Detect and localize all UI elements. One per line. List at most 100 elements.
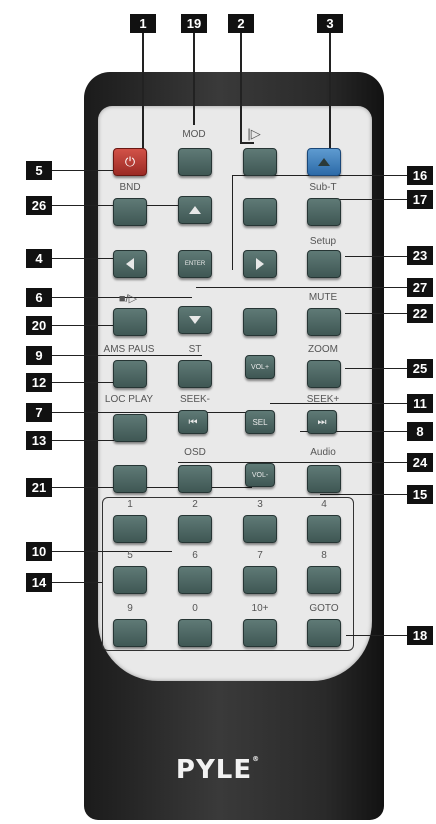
- digit-9-button[interactable]: [113, 619, 147, 647]
- callout-5: 5: [26, 161, 52, 180]
- digit-4-button[interactable]: [307, 515, 341, 543]
- digit-6-button[interactable]: [178, 566, 212, 594]
- label-mod: MOD: [182, 129, 205, 140]
- blank-button-row4[interactable]: [243, 308, 277, 336]
- label-setup: Setup: [310, 236, 336, 247]
- ams-paus-button[interactable]: [113, 360, 147, 388]
- leader-23: [345, 256, 407, 257]
- label-bnd: BND: [119, 182, 140, 193]
- leader-13: [52, 440, 114, 441]
- zoom-button[interactable]: [307, 360, 341, 388]
- digit-10plus-button[interactable]: [243, 619, 277, 647]
- mod-button[interactable]: [178, 148, 212, 176]
- label-seek-minus: SEEK-: [180, 394, 210, 405]
- vol-plus-button[interactable]: VOL+: [245, 355, 275, 379]
- vol-plus-label: VOL+: [251, 364, 269, 371]
- callout-7: 7: [26, 403, 52, 422]
- prev-track-icon: ⏮: [189, 417, 198, 428]
- leader-17: [340, 199, 407, 200]
- callout-26: 26: [26, 196, 52, 215]
- seek-plus-button[interactable]: ⏭: [307, 410, 337, 434]
- digit-label-7: 7: [257, 550, 263, 561]
- enter-button[interactable]: ENTER: [178, 250, 212, 278]
- callout-13: 13: [26, 431, 52, 450]
- stop-play-button[interactable]: [113, 308, 147, 336]
- digit-label-0: 0: [192, 603, 198, 614]
- leader-20: [52, 325, 114, 326]
- st-button[interactable]: [178, 360, 212, 388]
- goto-button[interactable]: [307, 619, 341, 647]
- callout-23: 23: [407, 246, 433, 265]
- digit-label-9: 9: [127, 603, 133, 614]
- callout-3: 3: [317, 14, 343, 33]
- callout-21: 21: [26, 478, 52, 497]
- digit-7-button[interactable]: [243, 566, 277, 594]
- leader-25: [345, 368, 407, 369]
- digit-5-button[interactable]: [113, 566, 147, 594]
- digit-label-3: 3: [257, 499, 263, 510]
- left-button[interactable]: [113, 250, 147, 278]
- digit-0-button[interactable]: [178, 619, 212, 647]
- callout-10: 10: [26, 542, 52, 561]
- up-button[interactable]: [178, 196, 212, 224]
- osd-button[interactable]: [178, 465, 212, 493]
- next-track-icon: ⏭: [318, 417, 327, 428]
- callout-16: 16: [407, 166, 433, 185]
- right-button[interactable]: [243, 250, 277, 278]
- leader-2: [240, 33, 242, 143]
- setup-button[interactable]: [307, 250, 341, 278]
- digit-8-button[interactable]: [307, 566, 341, 594]
- callout-19: 19: [181, 14, 207, 33]
- vol-minus-button[interactable]: VOL-: [245, 463, 275, 487]
- label-seek-plus: SEEK+: [307, 394, 340, 405]
- leader-24: [178, 462, 407, 463]
- eject-icon: [318, 158, 330, 166]
- seek-minus-button[interactable]: ⏮: [178, 410, 208, 434]
- callout-24: 24: [407, 453, 433, 472]
- left-arrow-icon: [126, 258, 134, 270]
- power-button[interactable]: ⏻: [113, 148, 147, 176]
- leader-1: [142, 33, 144, 153]
- eject-button[interactable]: [307, 148, 341, 176]
- loc-play-button[interactable]: [113, 414, 147, 442]
- leader-19: [193, 33, 195, 125]
- leader-2b: [240, 142, 254, 144]
- callout-12: 12: [26, 373, 52, 392]
- callout-9: 9: [26, 346, 52, 365]
- leader-27: [196, 287, 407, 288]
- enter-label: ENTER: [185, 261, 205, 267]
- audio-button[interactable]: [307, 465, 341, 493]
- label-subt: Sub-T: [309, 182, 336, 193]
- brand-logo: PYLE®: [176, 755, 260, 785]
- digit-label-6: 6: [192, 550, 198, 561]
- vol-minus-label: VOL-: [252, 472, 268, 479]
- label-stop-play: ■/▷: [119, 292, 137, 305]
- leader-14: [52, 582, 102, 583]
- subt-button[interactable]: [307, 198, 341, 226]
- digit-3-button[interactable]: [243, 515, 277, 543]
- digit-label-1: 1: [127, 499, 133, 510]
- leader-9: [52, 355, 202, 356]
- bnd-button[interactable]: [113, 198, 147, 226]
- up-arrow-icon: [189, 206, 201, 214]
- sel-button[interactable]: SEL: [245, 410, 275, 434]
- blank-button-row7[interactable]: [113, 465, 147, 493]
- label-st: ST: [189, 344, 202, 355]
- label-pause: |▷: [247, 126, 260, 142]
- callout-15: 15: [407, 485, 433, 504]
- digit-1-button[interactable]: [113, 515, 147, 543]
- blank-button-row2[interactable]: [243, 198, 277, 226]
- down-arrow-icon: [189, 316, 201, 324]
- callout-22: 22: [407, 304, 433, 323]
- mute-button[interactable]: [307, 308, 341, 336]
- callout-17: 17: [407, 190, 433, 209]
- label-mute: MUTE: [309, 292, 337, 303]
- down-button[interactable]: [178, 306, 212, 334]
- leader-15: [320, 494, 407, 495]
- pause-play-button[interactable]: [243, 148, 277, 176]
- digit-2-button[interactable]: [178, 515, 212, 543]
- callout-27: 27: [407, 278, 433, 297]
- label-osd: OSD: [184, 447, 206, 458]
- leader-10: [52, 551, 172, 552]
- label-zoom: ZOOM: [308, 344, 338, 355]
